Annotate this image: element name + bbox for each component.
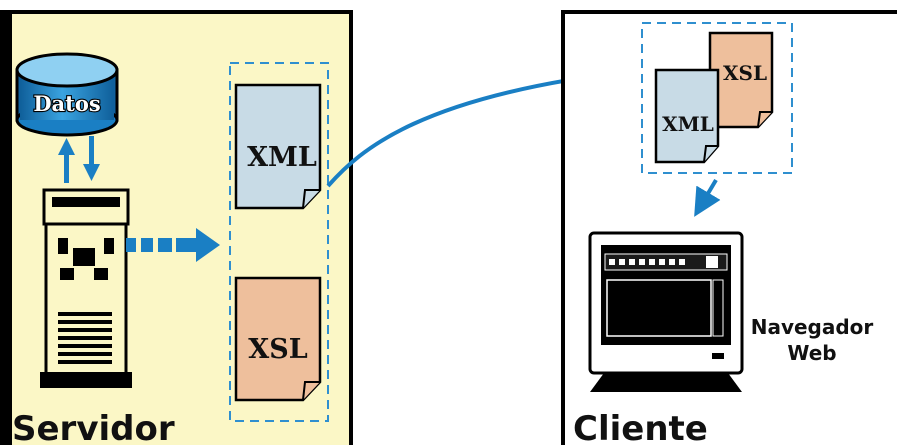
server-xml-document-icon: XML bbox=[234, 83, 322, 210]
client-xsl-label: XSL bbox=[723, 61, 767, 85]
database-icon: Datos bbox=[15, 52, 119, 137]
database-label: Datos bbox=[33, 91, 100, 116]
client-label: Cliente bbox=[573, 409, 708, 445]
client-xml-label: XML bbox=[662, 112, 714, 136]
server-tower-icon bbox=[40, 188, 132, 388]
browser-label-line2: Web bbox=[787, 341, 836, 365]
server-xml-label: XML bbox=[247, 142, 317, 173]
server-label: Servidor bbox=[12, 409, 175, 445]
docs-to-browser-arrow bbox=[694, 178, 721, 217]
client-xsl-document-icon: XSL bbox=[708, 31, 774, 129]
server-panel-left-border bbox=[4, 14, 12, 445]
monitor-icon bbox=[588, 231, 744, 392]
client-docs-group bbox=[641, 22, 793, 174]
server-xsl-document-icon: XSL bbox=[234, 276, 322, 402]
server-xsl-label: XSL bbox=[248, 334, 307, 365]
db-server-arrows bbox=[58, 136, 100, 183]
server-to-docs-arrow bbox=[126, 228, 220, 262]
client-xml-document-icon: XML bbox=[654, 68, 720, 164]
browser-label-line1: Navegador bbox=[751, 315, 874, 339]
server-docs-group bbox=[229, 62, 329, 422]
